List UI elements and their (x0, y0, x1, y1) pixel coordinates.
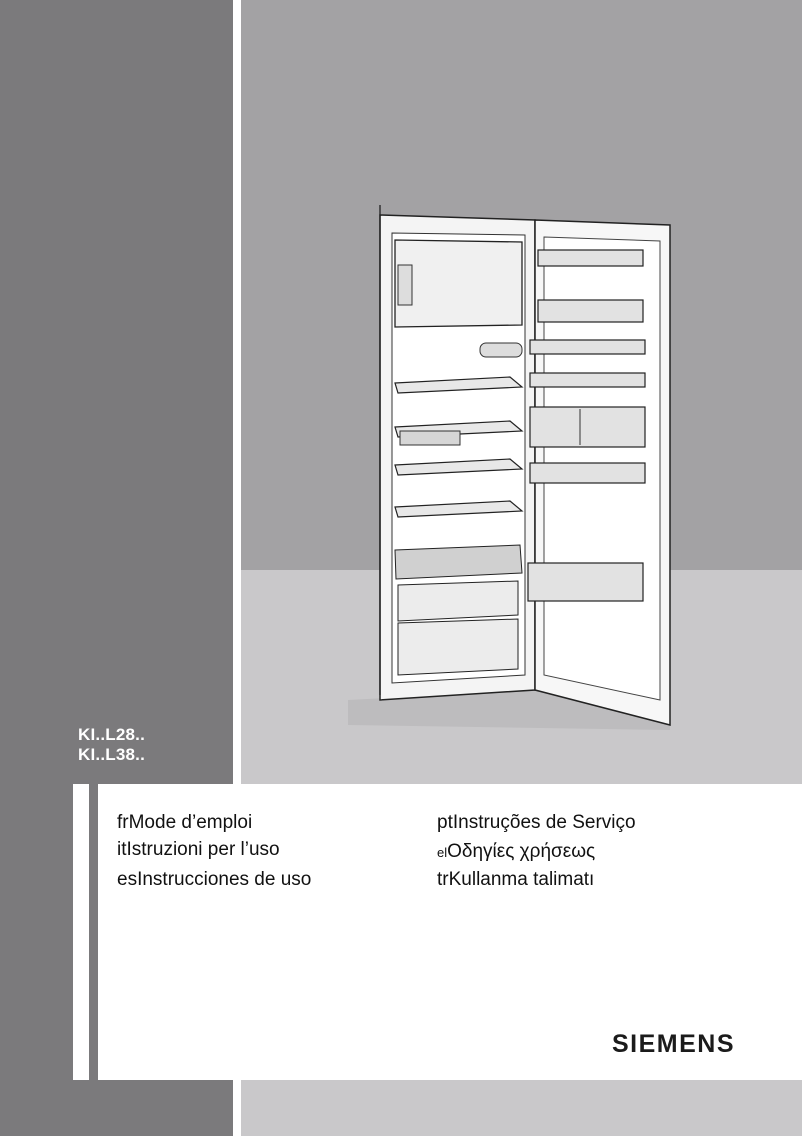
lang-title: Οδηγίες χρήσεως (447, 841, 596, 862)
lang-title: Istruzioni per l’uso (126, 839, 280, 860)
model-number-1: KI..L28.. (78, 725, 145, 744)
language-tr: trKullanma talimatı (437, 869, 594, 891)
model-number-2: KI..L38.. (78, 745, 145, 764)
lang-code: es (117, 869, 138, 890)
lang-title: Instrucciones de uso (137, 869, 312, 890)
white-divider (233, 0, 241, 784)
panel-gray-strip (89, 784, 98, 1080)
bottom-gray-band (241, 1080, 802, 1136)
lang-title: Kullanma talimatı (448, 869, 595, 890)
bottom-white-gap (233, 1080, 241, 1136)
lang-code: it (117, 839, 127, 860)
lang-code: el (437, 845, 448, 860)
lang-code: tr (437, 869, 449, 890)
lang-title: Mode d’emploi (128, 812, 253, 833)
lang-code: pt (437, 812, 453, 833)
panel-edge-strip (73, 784, 89, 1080)
language-el: elΟδηγίες χρήσεως (437, 841, 595, 863)
language-es: esInstrucciones de uso (117, 869, 311, 891)
language-it: itIstruzioni per l’uso (117, 839, 280, 861)
language-panel (98, 784, 802, 1080)
lang-code: fr (117, 812, 129, 833)
lang-title: Instruções de Serviço (452, 812, 636, 833)
refrigerator-illustration (348, 205, 671, 730)
language-pt: ptInstruções de Serviço (437, 812, 636, 834)
language-fr: frMode d’emploi (117, 812, 252, 834)
siemens-logo: SIEMENS (612, 1030, 736, 1058)
